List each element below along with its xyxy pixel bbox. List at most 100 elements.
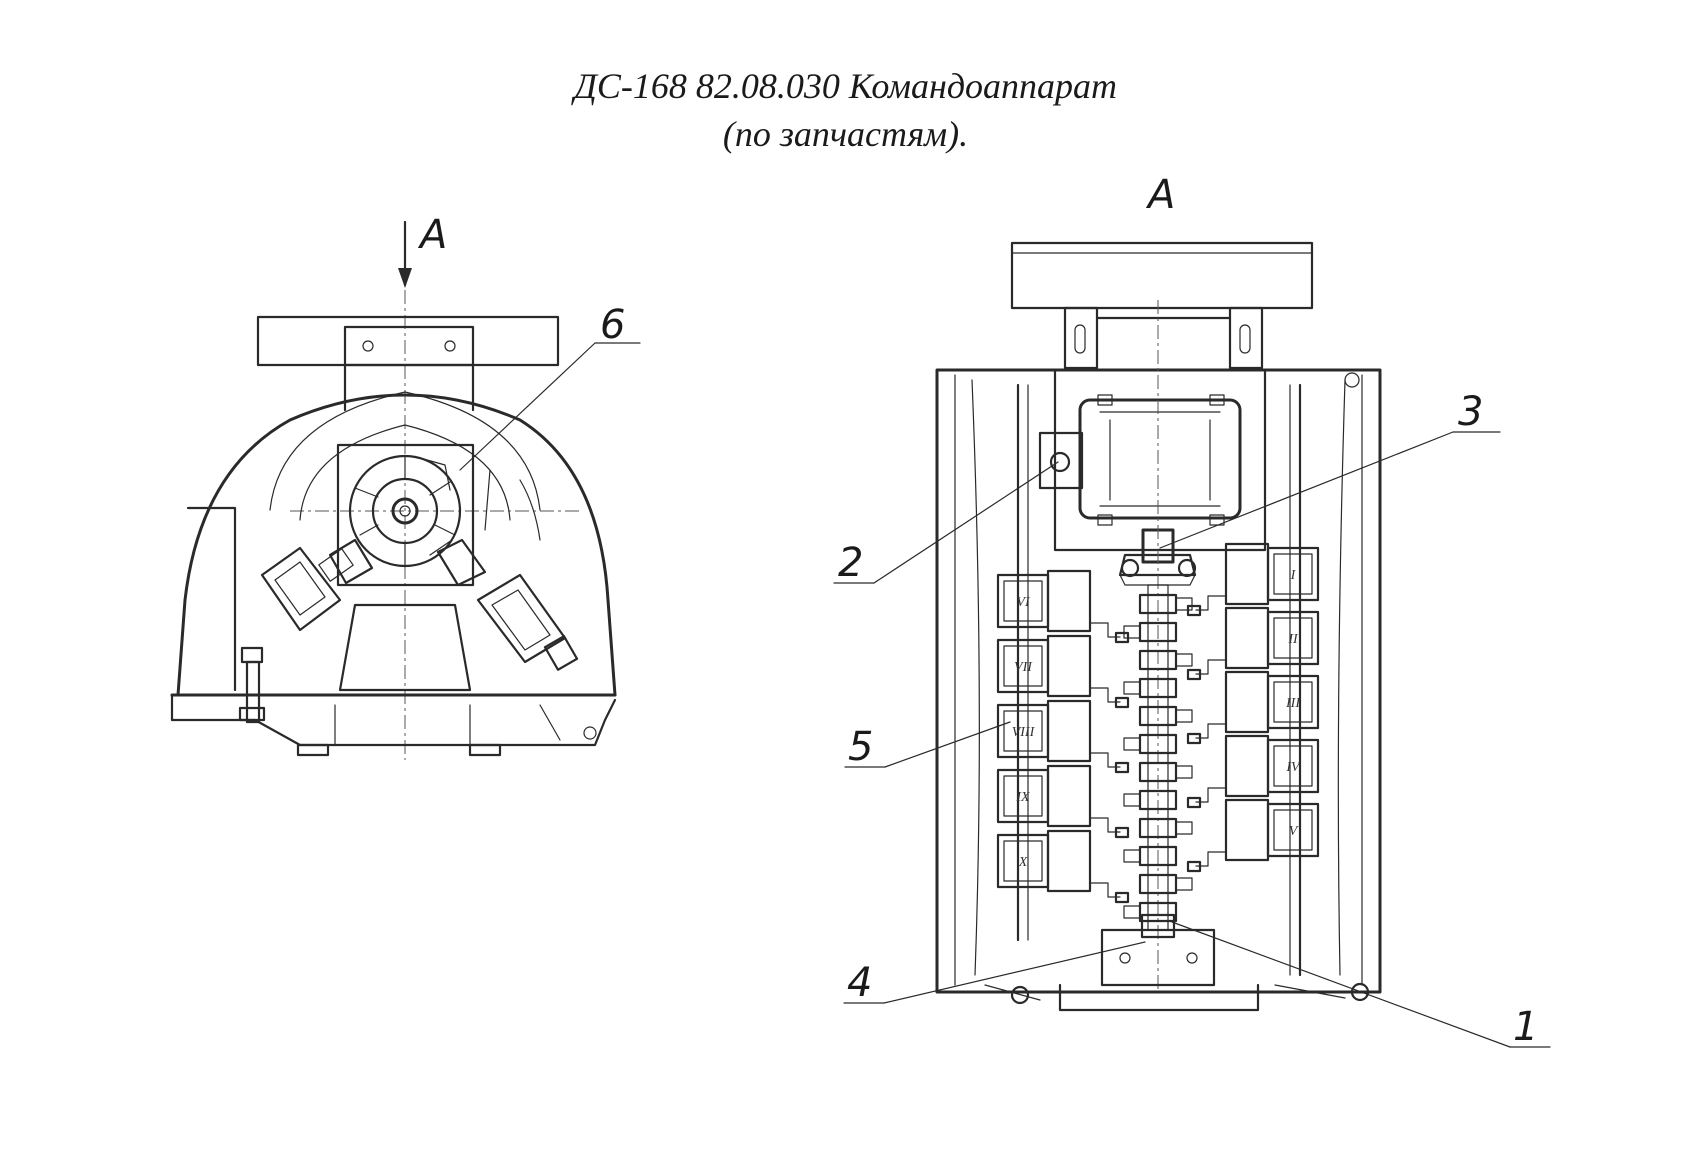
limit-switch: II: [1186, 606, 1320, 681]
bracket-slot: [1239, 324, 1251, 354]
switch-body: [1224, 542, 1270, 606]
switch-body: [1224, 798, 1270, 862]
foot: [468, 743, 502, 757]
view-arrow-label: A: [417, 212, 447, 258]
base-foot: [1010, 985, 1030, 1005]
switch-label: VI: [1016, 595, 1031, 610]
switch-window: [1273, 681, 1313, 723]
drum-frame: [336, 443, 475, 587]
switch-body: [1224, 734, 1270, 798]
left-side-box: [186, 506, 237, 692]
cam-lobe: [1175, 765, 1193, 779]
switch-left: [260, 546, 354, 632]
top-bracket: [343, 325, 475, 367]
bracket-bolt: [444, 340, 456, 352]
guide-rails: [1016, 383, 1302, 977]
callout-5-leader: [884, 721, 1011, 768]
switch-label: VIII: [1012, 725, 1036, 740]
switch-label: VII: [1014, 660, 1033, 675]
cam-lobe: [1123, 905, 1141, 919]
switch-roller: [1186, 668, 1202, 681]
terminal-screw: [1049, 451, 1071, 473]
bracket-bolt: [362, 340, 374, 352]
limit-switch: VI: [996, 569, 1130, 644]
switch-roller: [1114, 826, 1130, 839]
view-a: A III: [833, 172, 1551, 1050]
switch-label: I: [1290, 568, 1297, 583]
cam-lobe: [1175, 653, 1193, 667]
switch-window: [1003, 645, 1043, 687]
switch-roller: [1186, 860, 1202, 873]
angle-line: [484, 469, 491, 531]
switch-body: [1046, 764, 1092, 828]
reducer-bolt: [1120, 558, 1140, 578]
switch-roller: [1114, 891, 1130, 904]
bottom-base: [1058, 983, 1260, 1012]
cam-lobe: [1123, 849, 1141, 863]
switch-lever: [1195, 595, 1227, 611]
switch-body: [1046, 634, 1092, 698]
switch-window: [1273, 809, 1313, 851]
switch-lever: [1089, 687, 1121, 703]
switch-roller: [1186, 796, 1202, 809]
cover-bracket-left: [1063, 306, 1099, 370]
switch-right: [476, 573, 579, 671]
housing-inner-arc: [269, 391, 541, 511]
switch-label: III: [1285, 696, 1301, 711]
limit-switch: VIII: [996, 699, 1130, 774]
cam-lobe: [1123, 793, 1141, 807]
callout-1-leader: [1171, 921, 1511, 1048]
view-arrow-head: [398, 268, 412, 288]
switch-lever: [1089, 817, 1121, 833]
limit-switch: I: [1186, 542, 1320, 617]
top-mounting-plate: [256, 315, 560, 367]
switch-left-2: [328, 538, 374, 585]
switch-body: [1224, 606, 1270, 670]
cam-segments: [354, 455, 456, 567]
callout-1: 1: [1513, 1004, 1538, 1050]
housing-wavy: [971, 379, 1346, 976]
switch-roller: [1114, 696, 1130, 709]
cover-bracket-right: [1228, 306, 1264, 370]
switch-body: [1046, 569, 1092, 633]
switch-window: [1273, 553, 1313, 595]
housing-outer: [176, 393, 617, 697]
neck: [343, 363, 475, 412]
motor-lug: [1097, 514, 1113, 526]
switch-label: IV: [1285, 760, 1301, 775]
limit-switch: IX: [996, 764, 1130, 839]
switch-body: [1046, 699, 1092, 763]
callout-2-leader: [873, 461, 1059, 584]
cam-lobe: [1175, 709, 1193, 723]
limit-switch: V: [1186, 798, 1320, 873]
foot: [296, 743, 330, 757]
view-a-title: A: [1145, 172, 1175, 218]
top-cover: [1010, 241, 1314, 310]
switch-lever: [1195, 787, 1227, 803]
reducer-base: [1119, 574, 1196, 586]
motor-lug: [1209, 394, 1225, 406]
housing-inner-arc-2: [299, 424, 511, 521]
mounting-screw: [238, 646, 266, 724]
switch-roller: [1114, 631, 1130, 644]
cam-lobe: [419, 457, 453, 556]
callout-6: 6: [600, 302, 625, 348]
bottom-bearing: [1140, 913, 1176, 939]
drawing-subtitle: (по запчастям).: [722, 114, 969, 154]
callout-6-leader: [459, 342, 596, 471]
cam-lobe: [1175, 877, 1193, 891]
switch-label: V: [1289, 824, 1299, 839]
guide-rails-inner: [1027, 384, 1291, 976]
bottom-plate-hole: [1119, 952, 1131, 964]
cam-lobe: [1175, 597, 1193, 611]
switch-roller: [1186, 604, 1202, 617]
switch-window: [1003, 775, 1043, 817]
motor-frame: [1053, 368, 1267, 552]
switch-lever: [1089, 882, 1121, 898]
callout-5: 5: [848, 724, 873, 770]
switch-lever: [1195, 723, 1227, 739]
switch-label: IX: [1015, 790, 1030, 805]
